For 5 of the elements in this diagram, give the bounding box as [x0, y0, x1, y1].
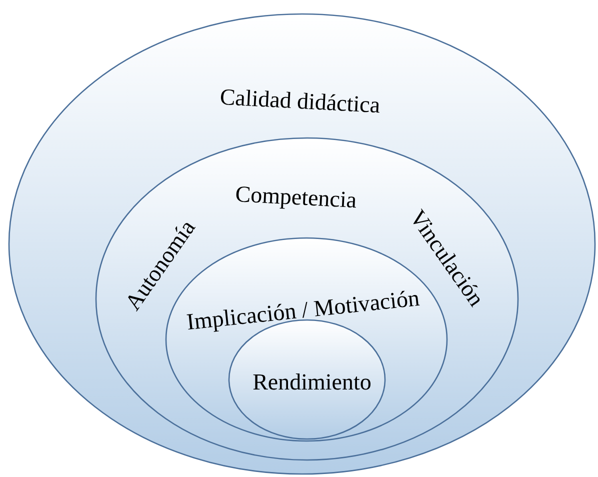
ring-label: Rendimiento	[252, 370, 372, 394]
nested-ellipse	[8, 13, 596, 475]
nested-ellipse	[95, 137, 519, 461]
ring-label: Calidad didáctica	[219, 85, 381, 117]
ring-label: Competencia	[234, 182, 358, 212]
